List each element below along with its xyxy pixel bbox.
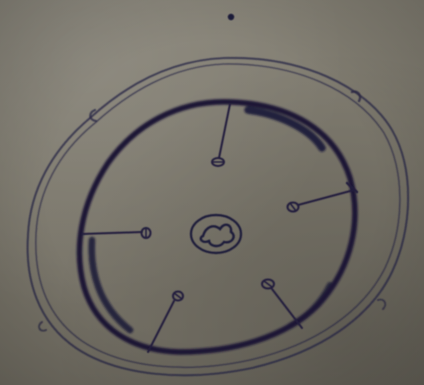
spoke-lower-left xyxy=(148,292,183,353)
stray-ink-dot xyxy=(228,14,234,20)
hub-scribble xyxy=(201,225,234,246)
spoke-top xyxy=(212,104,230,166)
spoke-left xyxy=(82,228,151,238)
hub xyxy=(191,215,241,253)
spoke-lower-right xyxy=(262,280,302,329)
spoke-right xyxy=(288,190,355,212)
